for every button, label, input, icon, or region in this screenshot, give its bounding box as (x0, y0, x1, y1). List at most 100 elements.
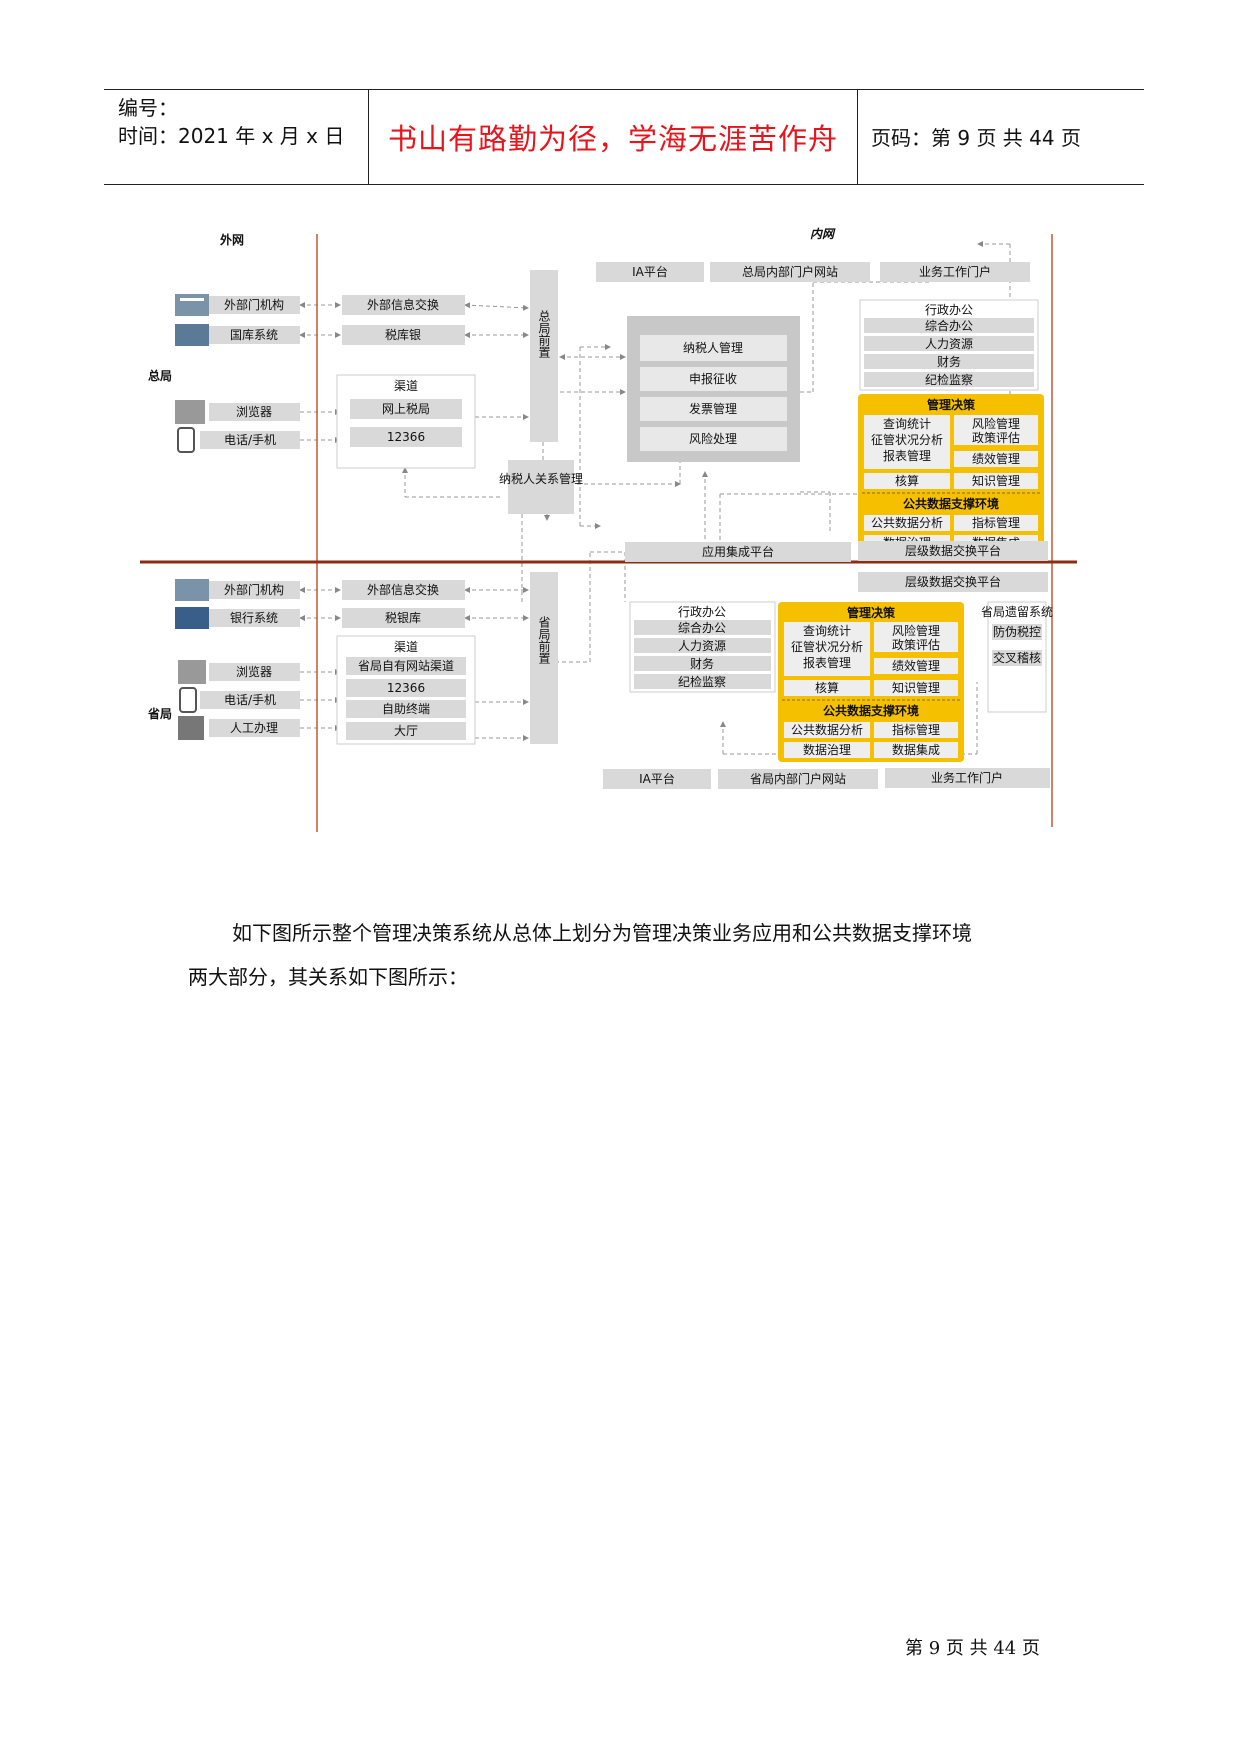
mgmt-box (864, 415, 950, 469)
exchange-label: 外部信息交换 (367, 297, 439, 312)
portal-label: IA平台 (632, 264, 668, 279)
core-business: 纳税人管理 申报征收 发票管理 风险处理 (627, 316, 800, 462)
hq-label: 总局 (148, 368, 172, 383)
exchange-box (342, 325, 465, 345)
portal-label: IA平台 (639, 771, 675, 786)
ext-box (209, 581, 300, 599)
admin-label: 纪检监察 (678, 674, 726, 689)
level-exchange-box (858, 541, 1048, 561)
mgmt-label: 知识管理 (892, 680, 940, 695)
mgmt-label: 报表管理 (883, 448, 931, 463)
ext-label: 外部门机构 (224, 582, 284, 597)
mgmt-label: 征管状况分析 (871, 432, 943, 447)
pub-label: 数据治理 (803, 742, 851, 757)
mgmt-box (874, 622, 958, 652)
exchange-box (342, 608, 465, 628)
channel-label: 网上税局 (382, 402, 430, 416)
mgmt-label: 征管状况分析 (791, 639, 863, 654)
hq-front: 总局前置 (530, 270, 558, 442)
prov-channels: 渠道 省局自有网站渠道 12366 自助终端 大厅 (336, 635, 476, 745)
channel-label: 12366 (387, 430, 425, 444)
front-box (530, 572, 558, 744)
mgmt-box (874, 658, 958, 674)
outer-net-label: 外网 (220, 232, 244, 247)
client-box (209, 403, 300, 421)
mgmt-label: 绩效管理 (892, 658, 940, 673)
channel-title: 渠道 (394, 640, 418, 654)
client-box (200, 431, 300, 449)
admin-title: 行政办公 (678, 604, 726, 619)
admin-box (864, 318, 1034, 333)
hq-exchange: 外部信息交换 税库银 (342, 295, 465, 345)
inner-net-label: 内网 (810, 227, 836, 241)
mgmt-label: 核算 (815, 680, 839, 695)
level-exchange-label: 层级数据交换平台 (905, 574, 1001, 589)
phone-icon (177, 427, 195, 453)
mgmt-label: 查询统计 (803, 624, 851, 638)
building-icon (180, 298, 204, 301)
channel-box (346, 657, 466, 675)
core-label: 申报征收 (689, 371, 737, 386)
pub-label: 公共数据分析 (871, 515, 943, 530)
hq-admin: 行政办公 综合办公 人力资源 财务 纪检监察 (859, 299, 1039, 391)
portal-label: 总局内部门户网站 (742, 264, 838, 279)
level-exchange-label: 层级数据交换平台 (905, 543, 1001, 558)
portal-box (710, 262, 870, 282)
legacy-box (992, 624, 1042, 640)
portal-box (885, 768, 1050, 788)
number-label: 编号： (118, 96, 178, 120)
prov-external-systems: 外部门机构 银行系统 (175, 579, 300, 629)
building-icon (175, 579, 209, 601)
channel-label: 省局自有网站渠道 (358, 659, 454, 673)
mgmt-label: 绩效管理 (972, 451, 1020, 466)
phone-icon (179, 687, 197, 713)
hq-top-portals: IA平台 总局内部门户网站 业务工作门户 (596, 262, 1030, 282)
exchange-box (342, 295, 465, 315)
client-label: 电话/手机 (224, 433, 276, 447)
person-icon (178, 716, 204, 740)
mgmt-box (954, 473, 1038, 489)
admin-box (634, 656, 771, 671)
core-label: 发票管理 (689, 401, 737, 416)
pub-label: 公共数据分析 (791, 722, 863, 737)
pub-label: 指标管理 (892, 722, 940, 737)
client-label: 人工办理 (230, 720, 278, 735)
channel-label: 大厅 (394, 724, 418, 738)
pub-box (784, 742, 870, 758)
body-paragraph-line1: 如下图所示整个管理决策系统从总体上划分为管理决策业务应用和公共数据支撑环境 (232, 921, 972, 945)
mgmt-box (864, 473, 950, 489)
pub-label: 指标管理 (972, 515, 1020, 530)
prov-legacy: 省局遗留系统 防伪税控 交叉稽核 (981, 601, 1053, 713)
header-motto: 书山有路勤为径，学海无涯苦作舟 (387, 122, 838, 156)
body-paragraph-line2: 两大部分，其关系如下图所示： (188, 965, 468, 989)
hq-integration: 应用集成平台 层级数据交换平台 (625, 541, 1048, 562)
pub-box (954, 515, 1038, 531)
header-divider (368, 90, 369, 184)
exchange-box (342, 580, 465, 600)
building-icon (175, 294, 209, 316)
client-box (209, 719, 300, 737)
mgmt-box (954, 415, 1038, 445)
mgmt-label: 政策评估 (972, 431, 1020, 445)
admin-title: 行政办公 (925, 302, 973, 317)
prov-exchange: 外部信息交换 税银库 (342, 580, 465, 628)
pub-box (874, 722, 958, 738)
portal-box (718, 769, 878, 789)
page-footer: 第 9 页 共 44 页 (905, 1638, 1040, 1659)
ext-label: 外部门机构 (224, 297, 284, 312)
mgmt-label: 核算 (895, 473, 919, 488)
mgmt-label: 查询统计 (883, 417, 931, 431)
exchange-label: 外部信息交换 (367, 582, 439, 597)
legacy-box (992, 650, 1042, 666)
admin-label: 综合办公 (925, 318, 973, 333)
core-box (640, 397, 787, 421)
hq-channels: 渠道 网上税局 12366 (336, 374, 476, 469)
admin-label: 综合办公 (678, 620, 726, 635)
browser-icon (175, 400, 205, 424)
channel-box (346, 700, 466, 718)
core-box (640, 335, 787, 361)
channel-label: 12366 (387, 681, 425, 695)
mgmt-label: 政策评估 (892, 638, 940, 652)
core-box (640, 427, 787, 451)
core-label: 风险处理 (689, 431, 737, 446)
